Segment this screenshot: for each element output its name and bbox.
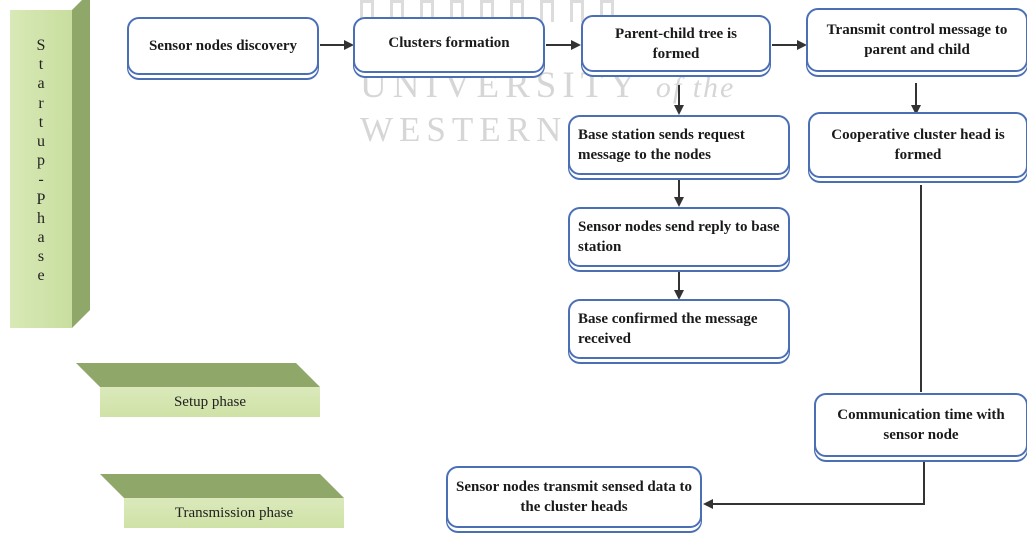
legend-setup-label: Setup phase <box>100 387 320 417</box>
node-cooperative-cluster-head: Cooperative cluster head is formed <box>808 112 1027 178</box>
legend-transmission-label: Transmission phase <box>124 498 344 528</box>
node-sensor-nodes-discovery: Sensor nodes discovery <box>127 17 319 75</box>
node-base-station-request: Base station sends request message to th… <box>568 115 790 175</box>
startup-phase-letter: a <box>37 228 45 246</box>
startup-phase-letter: e <box>37 267 45 285</box>
startup-phase-letter: t <box>38 113 44 131</box>
startup-phase-letter: s <box>37 248 45 266</box>
legend-transmission-phase: Transmission phase <box>100 474 344 528</box>
node-transmit-sensed-data: Sensor nodes transmit sensed data to the… <box>446 466 702 528</box>
startup-phase-letter: S <box>36 37 46 54</box>
startup-phase-letter: t <box>38 56 44 74</box>
node-parent-child-tree: Parent-child tree is formed <box>581 15 771 72</box>
startup-phase-letter: r <box>38 94 44 112</box>
node-base-confirmed: Base confirmed the message received <box>568 299 790 359</box>
startup-phase-letter: h <box>37 209 45 227</box>
legend-setup-phase: Setup phase <box>76 363 320 417</box>
node-sensor-nodes-reply: Sensor nodes send reply to base station <box>568 207 790 267</box>
watermark-columns <box>350 0 680 22</box>
startup-phase-letter: P <box>36 190 46 208</box>
node-clusters-formation: Clusters formation <box>353 17 545 73</box>
startup-phase-letter: - <box>38 171 44 189</box>
startup-phase-letter: p <box>37 152 45 170</box>
node-communication-time: Communication time with sensor node <box>814 393 1027 457</box>
startup-phase-letter: a <box>37 75 45 93</box>
node-transmit-control-message: Transmit control message to parent and c… <box>806 8 1027 72</box>
startup-phase-letter: u <box>37 132 45 150</box>
arrow-communication-to-transmit-sensed <box>703 457 925 509</box>
startup-phase-face <box>10 10 72 328</box>
